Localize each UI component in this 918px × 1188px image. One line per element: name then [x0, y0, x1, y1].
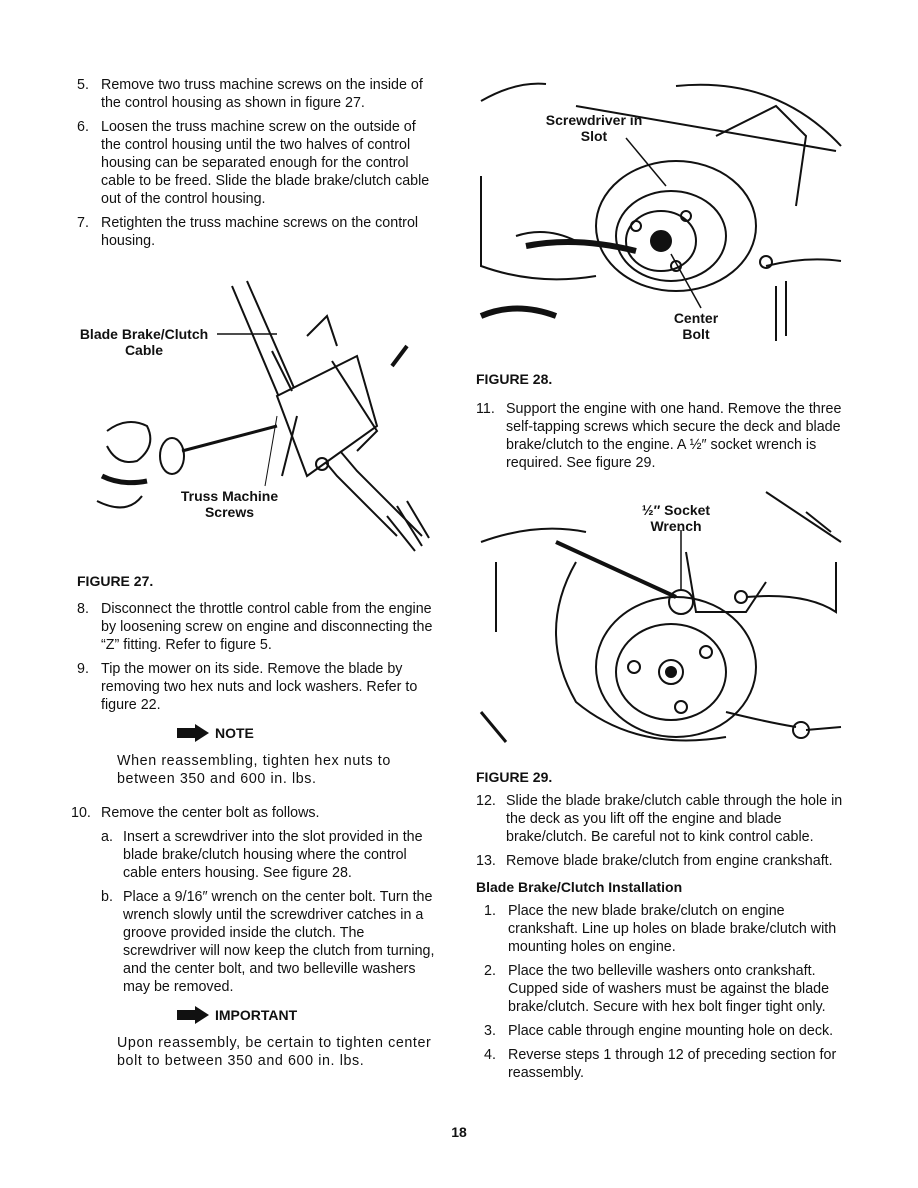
important-callout: IMPORTANT [177, 1006, 439, 1024]
figure-28-illustration [479, 82, 842, 341]
install-step-2: 2. Place the two belleville washers onto… [484, 962, 844, 1016]
note-callout: NOTE [177, 724, 439, 742]
step-8: 8. Disconnect the throttle control cable… [77, 600, 439, 654]
step-text: Place the new blade brake/clutch on engi… [508, 903, 837, 955]
step-number: 9. [77, 661, 89, 677]
substep-letter: b. [101, 889, 113, 905]
figure-29-socket-label: ½″ Socket Wrench [641, 502, 711, 534]
substep-text: Insert a screwdriver into the slot provi… [123, 829, 423, 881]
figure-28-screwdriver-label: Screwdriver in Slot [545, 112, 643, 144]
figure-29-caption: FIGURE 29. [476, 769, 553, 785]
page-number: 18 [451, 1124, 467, 1140]
step-12: 12. Slide the blade brake/clutch cable t… [476, 792, 844, 846]
figure-27-screws-label: Truss Machine Screws [180, 488, 279, 520]
step-9: 9. Tip the mower on its side. Remove the… [77, 660, 439, 714]
figure-28-caption: FIGURE 28. [476, 371, 553, 387]
installation-heading: Blade Brake/Clutch Installation [476, 879, 683, 895]
left-column: 5. Remove two truss machine screws on th… [71, 76, 439, 1070]
figure-28-bolt-label: Center Bolt [673, 310, 719, 342]
step-5: 5. Remove two truss machine screws on th… [77, 76, 439, 112]
step-number: 11. [476, 401, 495, 417]
install-step-1: 1. Place the new blade brake/clutch on e… [484, 902, 844, 956]
note-label: NOTE [215, 725, 254, 741]
step-7: 7. Retighten the truss machine screws on… [77, 214, 439, 250]
substep-text: Place a 9/16″ wrench on the center bolt.… [123, 889, 435, 995]
step-11: 11. Support the engine with one hand. Re… [476, 400, 844, 472]
step-text: Remove the center bolt as follows. [101, 805, 320, 821]
figure-27-caption: FIGURE 27. [77, 573, 154, 589]
step-number: 4. [484, 1047, 496, 1063]
right-column: Screwdriver in Slot Center Bolt FIGURE 2… [476, 76, 844, 1088]
step-text: Place the two belleville washers onto cr… [508, 963, 830, 1015]
figure-27: Blade Brake/Clutch Cable Truss Machine S… [77, 276, 439, 566]
arrow-right-icon [177, 724, 209, 742]
figure-29: ½″ Socket Wrench [476, 482, 844, 762]
substep-letter: a. [101, 829, 113, 845]
step-text: Loosen the truss machine screw on the ou… [101, 119, 430, 207]
note-text: When reassembling, tighten hex nuts to b… [117, 753, 391, 787]
step-text: Reverse steps 1 through 12 of preceding … [508, 1047, 837, 1081]
arrow-right-icon [177, 1006, 209, 1024]
step-text: Remove two truss machine screws on the i… [101, 77, 423, 111]
step-text: Remove blade brake/clutch from engine cr… [506, 853, 833, 869]
step-text: Place cable through engine mounting hole… [508, 1023, 834, 1039]
step-number: 12. [476, 793, 496, 809]
step-text: Slide the blade brake/clutch cable throu… [506, 793, 843, 845]
step-number: 2. [484, 963, 496, 979]
step-number: 1. [484, 903, 496, 919]
step-6: 6. Loosen the truss machine screw on the… [77, 118, 439, 208]
figure-27-illustration [96, 280, 430, 552]
figure-29-illustration [479, 491, 842, 743]
step-number: 6. [77, 119, 89, 135]
step-number: 5. [77, 77, 89, 93]
important-label: IMPORTANT [215, 1007, 298, 1023]
step-text: Support the engine with one hand. Remove… [506, 401, 842, 471]
important-text: Upon reassembly, be certain to tighten c… [117, 1035, 432, 1069]
step-text: Retighten the truss machine screws on th… [101, 215, 419, 249]
step-number: 13. [476, 853, 496, 869]
step-number: 10. [71, 805, 91, 821]
figure-27-cable-label: Blade Brake/Clutch Cable [79, 326, 209, 358]
step-text: Disconnect the throttle control cable fr… [101, 601, 433, 653]
step-13: 13. Remove blade brake/clutch from engin… [476, 852, 844, 870]
step-number: 3. [484, 1023, 496, 1039]
step-10: 10. Remove the center bolt as follows. [71, 804, 439, 822]
substep-a: a. Insert a screwdriver into the slot pr… [101, 828, 439, 882]
step-number: 7. [77, 215, 89, 231]
figure-28: Screwdriver in Slot Center Bolt [476, 76, 844, 356]
step-number: 8. [77, 601, 89, 617]
substep-b: b. Place a 9/16″ wrench on the center bo… [101, 888, 439, 996]
install-step-4: 4. Reverse steps 1 through 12 of precedi… [484, 1046, 844, 1082]
step-text: Tip the mower on its side. Remove the bl… [101, 661, 418, 713]
install-step-3: 3. Place cable through engine mounting h… [484, 1022, 844, 1040]
